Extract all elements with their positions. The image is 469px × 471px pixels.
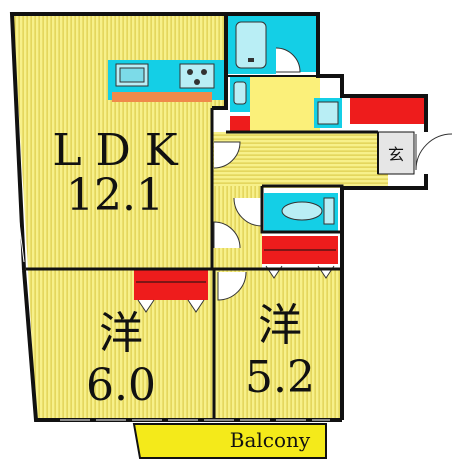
stove-burner-3 [194,79,200,85]
hall-floor [212,132,388,188]
balcony [132,423,327,459]
kitchen-counter-front [112,92,212,102]
outer-wall-bath [226,12,428,132]
bathtub-drain [248,58,254,62]
western-room-2-size-label: 5.2 [245,352,315,403]
entrance-floor [377,131,415,175]
ldk-door-swing [213,141,241,169]
closet-1-door-right [187,299,205,313]
wall-toilet [260,184,344,234]
balcony-label: Balcony [230,428,311,452]
entrance-label: 玄 [388,145,404,164]
window-ldk-west [14,189,25,263]
outer-wall-east [340,174,428,420]
washing-machine-tray [317,101,339,125]
ldk-size-label: 12.1 [66,170,164,221]
bathtub [235,21,267,69]
western-room-1-floor [28,270,213,420]
toilet-tank [323,197,335,225]
shoe-storage [350,96,426,124]
ldk-name-label: L D K [52,125,178,176]
western-room-1-size-label: 6.0 [86,360,156,411]
stove-burner-1 [187,69,193,75]
corridor-door-swing [213,221,241,249]
closet-1-door-left [137,299,155,313]
western-room-2-floor [215,270,342,420]
western-room-1-name-label: 洋 [99,308,143,359]
western-room-2-name-label: 洋 [258,300,302,351]
western-room-1-closet [134,268,208,300]
washroom-floor [250,76,320,132]
toilet-bowl [281,201,323,221]
entrance-door-swing [415,133,453,171]
bath-door-swing [275,47,301,73]
storage-small [230,116,250,132]
sink-basin [119,67,145,83]
western-room-2-door-swing [217,271,247,301]
wash-basin [233,81,247,105]
stove-burner-2 [201,69,207,75]
